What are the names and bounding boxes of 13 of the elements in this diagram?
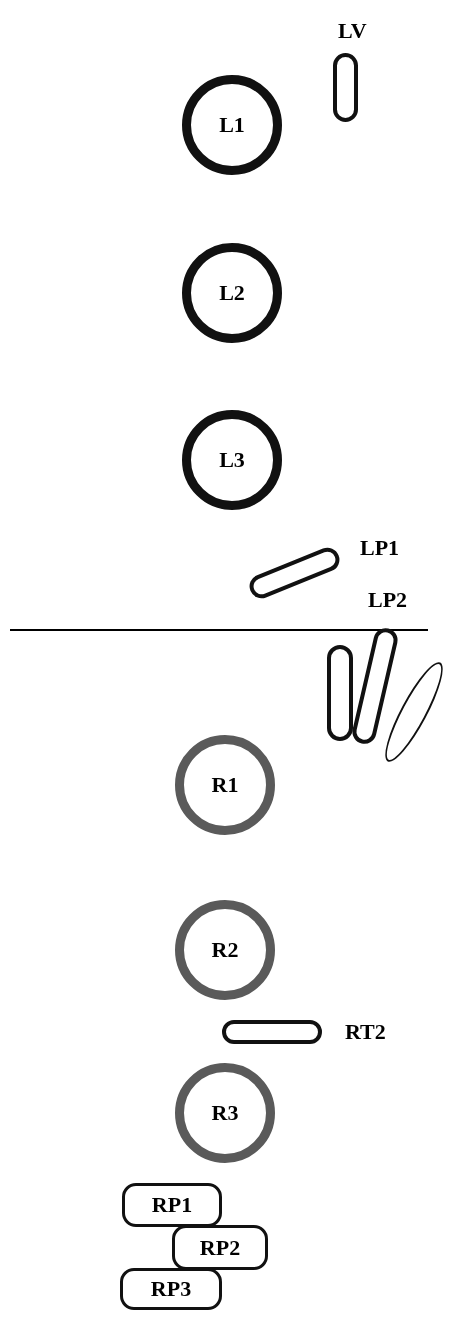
shape-label: LP1: [360, 537, 400, 559]
node-label: RP1: [151, 1194, 193, 1216]
shape-label: RT2: [345, 1021, 386, 1043]
node-label: L2: [219, 282, 245, 304]
node-label: RP2: [199, 1236, 241, 1259]
node-label: R3: [211, 1102, 239, 1124]
shape-label: LV: [338, 20, 367, 42]
shape-label: LP2: [368, 589, 408, 611]
node-label: R1: [211, 774, 239, 796]
node-label: L3: [219, 449, 245, 471]
node-label: L1: [219, 114, 245, 136]
node-label: RP3: [150, 1278, 192, 1300]
node-label: R2: [211, 939, 239, 961]
